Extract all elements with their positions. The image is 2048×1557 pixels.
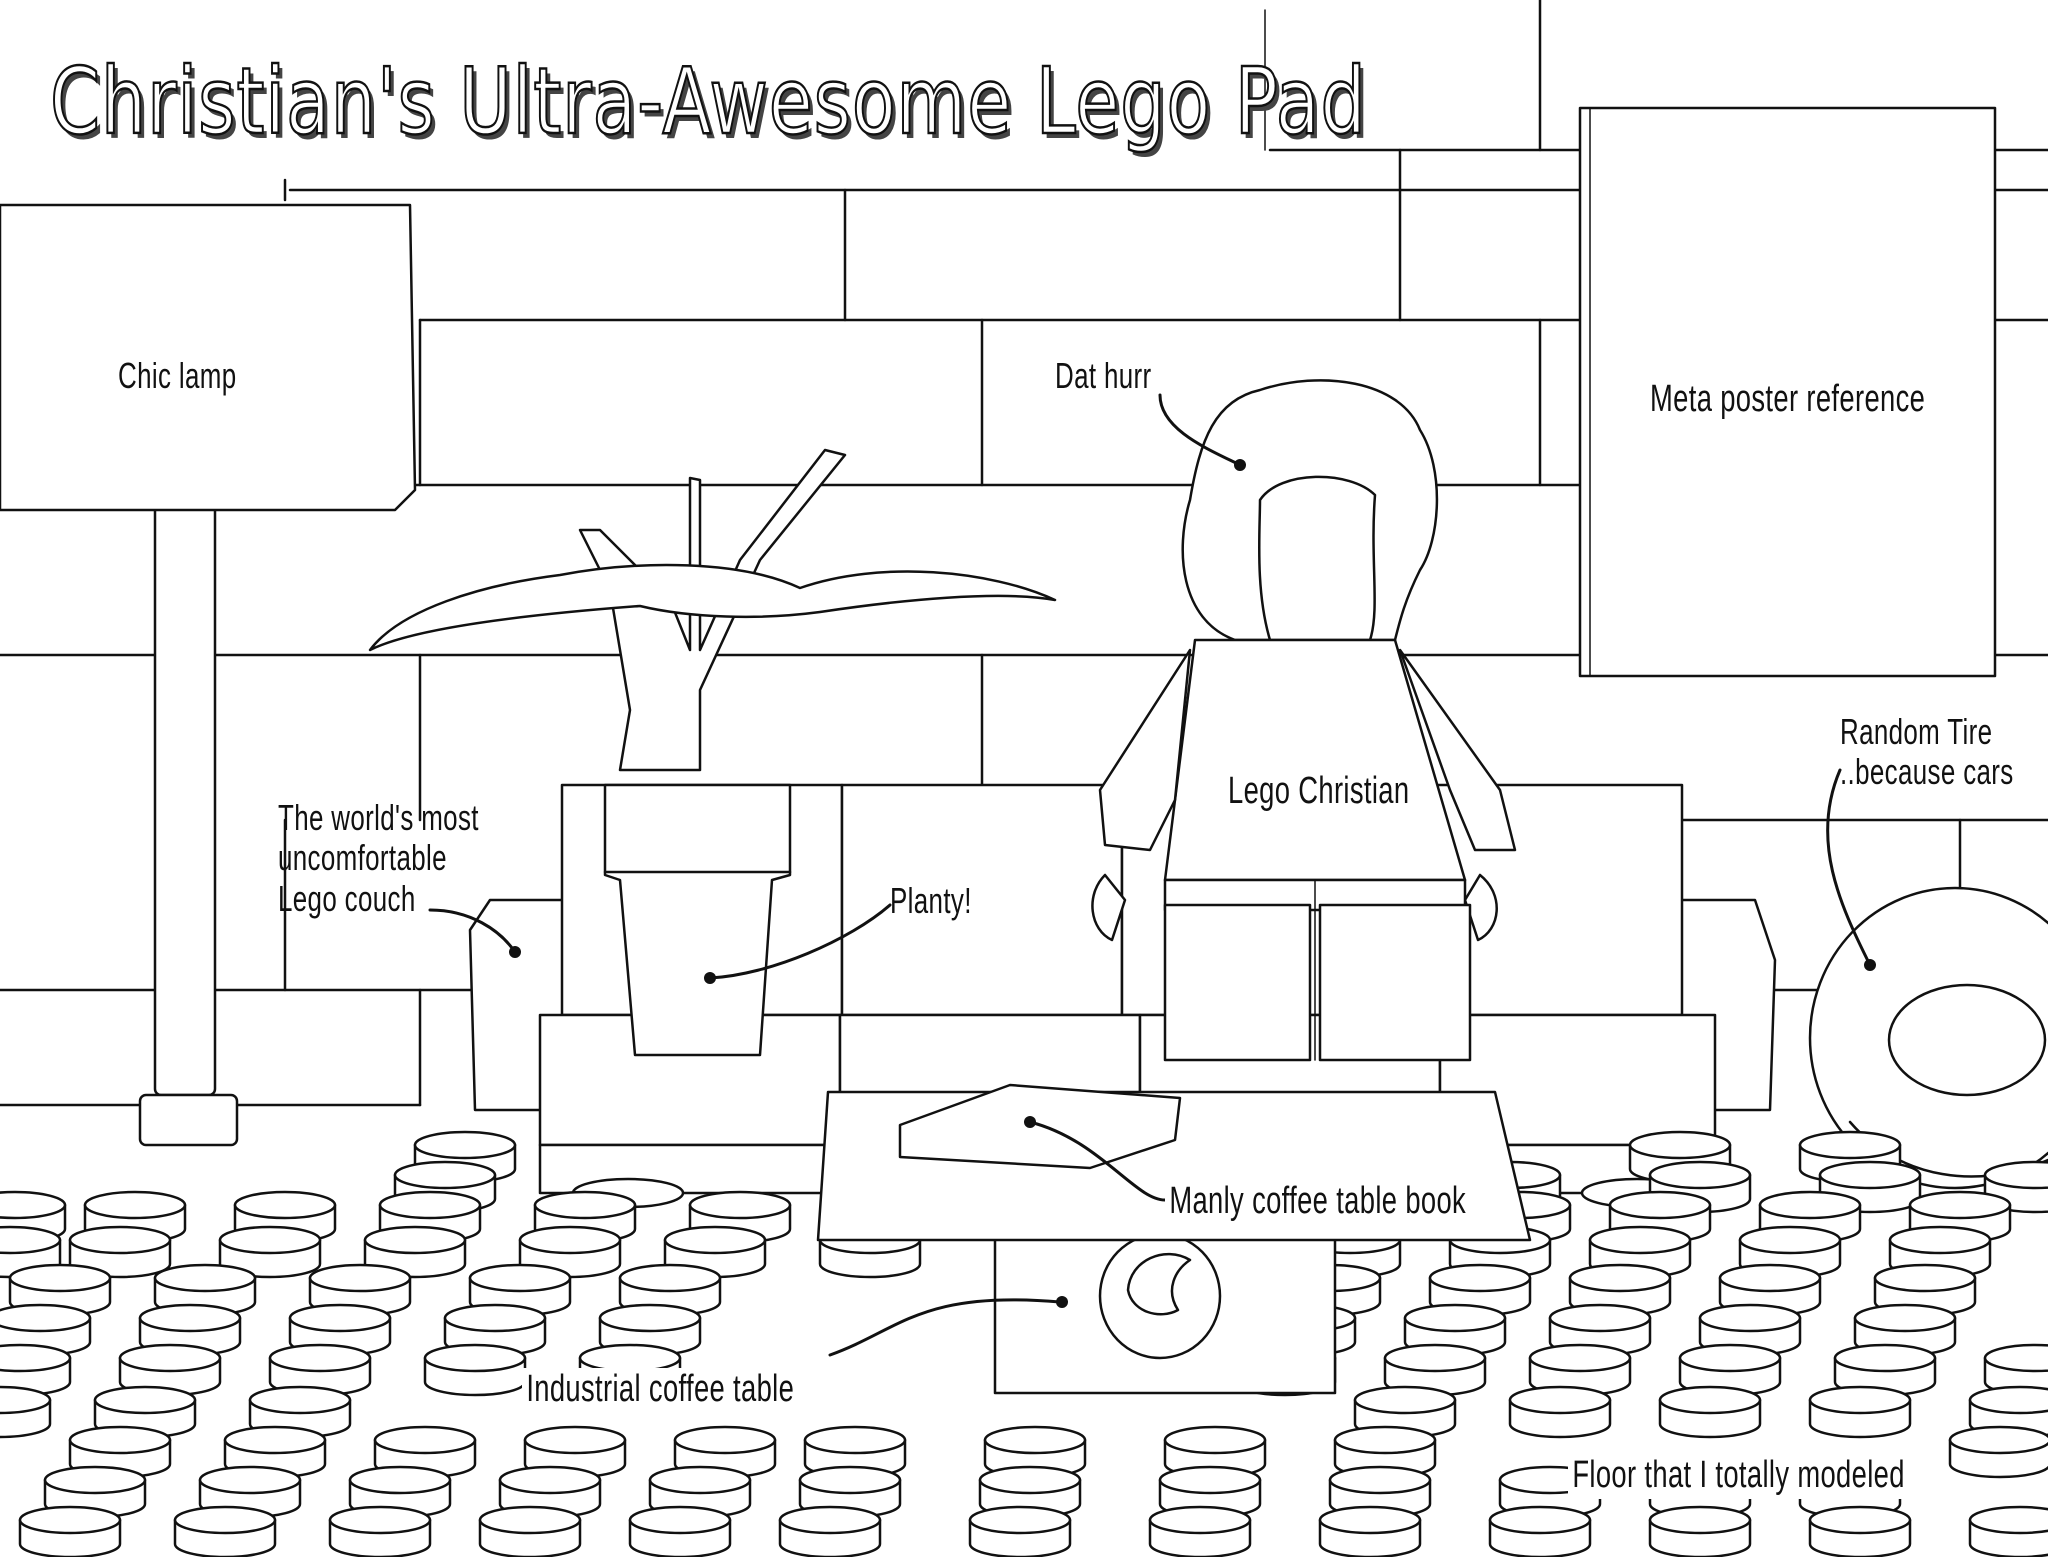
floor-stud [118, 1343, 222, 1397]
floor-stud [1808, 1385, 1912, 1439]
lamp-drawing [0, 203, 417, 1147]
floor-stud [0, 1343, 72, 1397]
floor-stud [1488, 1505, 1592, 1557]
couch-label: The world's most uncomfortable Lego couc… [278, 797, 479, 919]
floor-stud [618, 1263, 722, 1317]
floor-stud [1508, 1385, 1612, 1439]
lamp-label: Chic lamp [118, 355, 237, 396]
floor-stud [268, 1343, 372, 1397]
poster-label: Meta poster reference [1650, 378, 1926, 420]
floor-stud [1568, 1263, 1672, 1317]
floor-stud [778, 1505, 882, 1557]
page-title: Christian's Ultra-Awesome Lego Pad [49, 47, 1367, 157]
floor-stud [1648, 1505, 1752, 1557]
poster-drawing [1578, 106, 1997, 678]
brick-wall [0, 0, 2048, 1107]
floor-stud [673, 1425, 777, 1479]
floor-label: Floor that I totally modeled [1568, 1452, 1910, 1499]
floor-stud [1968, 1505, 2048, 1557]
floor-stud [173, 1505, 277, 1557]
floor-stud [1678, 1343, 1782, 1397]
floor-stud [0, 1385, 52, 1439]
tire-label: Random Tire ..because cars [1840, 711, 2014, 793]
floor-stud [1658, 1385, 1762, 1439]
floor-stud [1983, 1343, 2048, 1397]
plant-drawing [368, 448, 1057, 1057]
annotation-leaders [428, 393, 1872, 1357]
floor-stud [138, 1303, 242, 1357]
floor-stud [328, 1505, 432, 1557]
plant-label: Planty! [890, 880, 972, 921]
minifig-drawing [1091, 379, 1517, 1062]
floor-stud [1833, 1343, 1937, 1397]
floor-stud [1148, 1505, 1252, 1557]
table-label: Industrial coffee table [522, 1368, 799, 1411]
leader-dots [509, 459, 1876, 1308]
floor-stud [1318, 1505, 1422, 1557]
floor-stud [478, 1505, 582, 1557]
book-label: Manly coffee table book [1165, 1180, 1471, 1223]
hair-label: Dat hurr [1055, 355, 1152, 396]
floor-stud [68, 1225, 172, 1279]
floor-stud [968, 1505, 1072, 1557]
floor-stud [218, 1225, 322, 1279]
floor-stud [628, 1505, 732, 1557]
floor-stud [1528, 1343, 1632, 1397]
minifig-label: Lego Christian [1228, 770, 1410, 812]
floor-stud [18, 1505, 122, 1557]
floor-stud [1948, 1425, 2048, 1479]
floor-stud [1808, 1505, 1912, 1557]
floor-stud [423, 1343, 527, 1397]
